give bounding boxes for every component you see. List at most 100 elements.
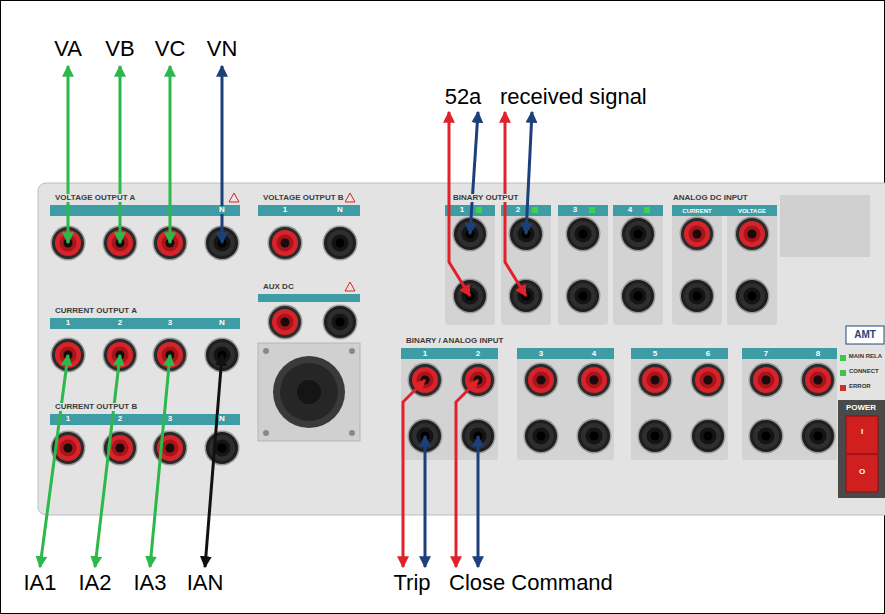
- channel-number: VOLTAGE: [737, 207, 767, 215]
- channel-band: [258, 205, 360, 216]
- ia3-arrow: [150, 355, 170, 567]
- voltage-output-a: [50, 193, 240, 261]
- red-jack: [749, 363, 784, 398]
- black-jack: [691, 419, 726, 454]
- signal-label: IA2: [78, 572, 111, 594]
- indicator-label: MAIN RELA: [849, 353, 882, 359]
- channel-band: [50, 318, 240, 329]
- trip-arrow: [403, 380, 425, 567]
- front-panel: [38, 183, 885, 515]
- black-jack: [566, 217, 601, 252]
- panel-heading: CURRENT OUTPUT B: [54, 403, 138, 411]
- black-jack: [524, 419, 559, 454]
- vb-arrow: [119, 66, 122, 243]
- panel-heading: VOLTAGE OUTPUT B: [262, 194, 345, 202]
- ian-arrow: [205, 355, 222, 567]
- channel-number: 1: [65, 319, 71, 327]
- channel-band: [613, 205, 663, 216]
- channel-number: 3: [167, 319, 173, 327]
- red-jack: [268, 305, 303, 340]
- status-led: [476, 207, 482, 213]
- red-jack: [691, 363, 726, 398]
- channel-band: [50, 205, 240, 216]
- red-jack: [268, 226, 303, 261]
- power-switch: [846, 416, 878, 492]
- channel-number: 2: [475, 350, 481, 358]
- channel-number: 2: [117, 415, 123, 423]
- channel-box: [517, 348, 614, 460]
- channel-number: CURRENT: [681, 207, 712, 215]
- signal-label: Close Command: [449, 572, 613, 594]
- black-jack: [323, 305, 358, 340]
- warning-sign: [229, 193, 239, 202]
- channel-band: [631, 348, 728, 359]
- channel-box: [401, 348, 498, 460]
- 52a-arrow: [449, 112, 470, 296]
- panel-heading: AUX DC: [262, 283, 295, 291]
- switch-label: POWER: [846, 404, 876, 412]
- status-led: [644, 207, 650, 213]
- vn-arrow: [221, 66, 224, 243]
- multi-pin-connector: [258, 343, 360, 441]
- binary-output: [445, 205, 663, 325]
- ia2-arrow: [95, 355, 120, 567]
- channel-number: 3: [572, 206, 578, 214]
- status-area: [838, 326, 885, 498]
- switch-rocker-line: [846, 453, 878, 455]
- channel-box: [742, 348, 837, 460]
- signal-label: VA: [54, 38, 82, 60]
- vc-arrow: [169, 66, 172, 243]
- channel-band: [401, 348, 498, 359]
- panel-heading: VOLTAGE OUTPUT A: [54, 194, 136, 202]
- channel-box: [558, 205, 608, 325]
- signal-label: IAN: [187, 572, 224, 594]
- black-jack: [801, 419, 836, 454]
- channel-band: [517, 348, 614, 359]
- brand-logo: AMT: [854, 330, 876, 340]
- channel-band: [672, 205, 777, 216]
- aux-dc: [258, 282, 360, 340]
- signal-label: VN: [207, 38, 238, 60]
- black-jack: [566, 279, 601, 314]
- signal-label: IA1: [23, 572, 56, 594]
- channel-number: 3: [538, 350, 544, 358]
- black-jack: [577, 419, 612, 454]
- warning-sign: [345, 282, 355, 291]
- screw: [349, 430, 355, 436]
- signal-label: received signal: [500, 86, 647, 108]
- label-plate: [780, 195, 870, 257]
- binary-analog-input: [401, 348, 837, 460]
- red-jack: [153, 431, 188, 466]
- channel-band: [50, 414, 240, 425]
- va-arrow: [67, 66, 70, 243]
- channel-box: [672, 205, 722, 325]
- channel-number: 2: [515, 206, 521, 214]
- panel-heading: BINARY OUTPUT: [452, 194, 519, 202]
- channel-number: 2: [117, 319, 123, 327]
- panel-heading: CURRENT OUTPUT A: [54, 307, 138, 315]
- black-jack: [749, 419, 784, 454]
- wiring-arrows: [40, 66, 532, 567]
- close-arrow: [477, 436, 480, 567]
- status-led: [840, 370, 846, 376]
- ia1-arrow: [40, 355, 68, 567]
- channel-number: 3: [167, 415, 173, 423]
- status-led: [589, 207, 595, 213]
- channel-number: 8: [815, 350, 821, 358]
- channel-number: 7: [763, 350, 769, 358]
- channel-number: N: [218, 206, 226, 214]
- screw: [349, 348, 355, 354]
- black-jack: [621, 217, 656, 252]
- screw: [263, 430, 269, 436]
- signal-arrow: [505, 112, 526, 296]
- signal-label: VB: [105, 38, 134, 60]
- close-arrow: [456, 380, 478, 567]
- voltage-output-b: [258, 193, 360, 261]
- signal-arrow: [526, 112, 532, 234]
- channel-number: 1: [282, 206, 288, 214]
- channel-band: [742, 348, 837, 359]
- channel-number: 6: [705, 350, 711, 358]
- channel-number: N: [336, 206, 344, 214]
- channel-number: N: [218, 415, 226, 423]
- signal-label: VC: [155, 38, 186, 60]
